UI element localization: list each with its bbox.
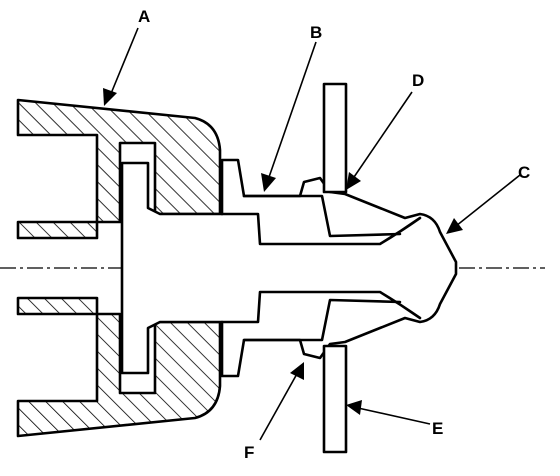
housing-bore-upper [16,220,99,240]
leader-b [267,41,317,181]
panel-lower [322,344,348,454]
callout-c: C [518,163,530,182]
callout-a: A [138,7,150,26]
panel-upper [322,82,348,194]
arrow-d [346,172,361,190]
arrow-a [103,88,117,106]
grommet-inner-upper [220,212,422,246]
grommet-inner-mid-lower [242,298,402,342]
leader-a [109,27,139,97]
arrow-c [446,218,463,234]
callout-f: F [244,443,254,462]
leader-f [259,371,299,441]
grommet-inner-lower [220,290,422,324]
callout-b: B [310,23,322,42]
grommet-inner-mid-upper [242,194,402,238]
leader-d [351,91,413,181]
leader-c [455,174,521,227]
housing-lower-section [16,312,222,438]
housing-upper-section [16,98,222,224]
callout-e: E [432,419,443,438]
arrow-e [346,400,362,415]
leader-e [357,407,431,425]
callout-d: D [412,71,424,90]
arrow-f [290,362,304,380]
housing-bore-lower [16,296,99,316]
arrow-b [261,173,276,192]
